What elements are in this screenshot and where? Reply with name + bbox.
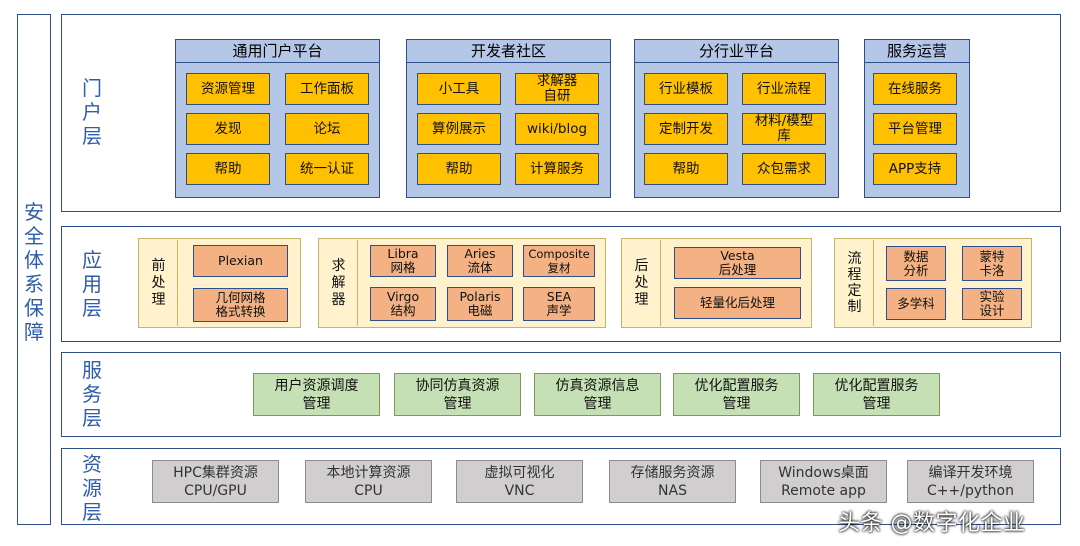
app-item[interactable]: SEA 声学 (523, 287, 595, 321)
app-item[interactable]: Plexian (193, 245, 288, 277)
app-layer-label: 应用层 (82, 248, 102, 320)
service-layer-label: 服务层 (82, 358, 102, 430)
portal-item[interactable]: wiki/blog (515, 113, 599, 145)
app-item[interactable]: Vesta 后处理 (674, 247, 801, 279)
app-item[interactable]: Virgo 结构 (370, 287, 436, 321)
app-item[interactable]: Polaris 电磁 (447, 287, 513, 321)
portal-item[interactable]: 发现 (186, 113, 270, 145)
portal-item[interactable]: 资源管理 (186, 73, 270, 105)
resource-layer-label: 资源层 (82, 452, 102, 524)
portal-item[interactable]: 定制开发 (644, 113, 728, 145)
portal-group-title: 分行业平台 (635, 40, 838, 63)
app-item[interactable]: 多学科 (886, 288, 946, 320)
app-item[interactable]: 几何网格 格式转换 (193, 288, 288, 322)
app-item[interactable]: Libra 网格 (370, 245, 436, 277)
resource-item[interactable]: Windows桌面 Remote app (760, 460, 887, 503)
app-item[interactable]: 蒙特 卡洛 (962, 246, 1022, 281)
portal-item[interactable]: 算例展示 (417, 113, 501, 145)
portal-group-title: 服务运营 (865, 40, 969, 63)
portal-item[interactable]: 工作面板 (285, 73, 369, 105)
watermark-text: 头条 @数字化企业 (838, 511, 1026, 536)
app-item[interactable]: 数据 分析 (886, 246, 946, 281)
portal-group-title: 开发者社区 (407, 40, 610, 63)
portal-item[interactable]: 帮助 (186, 153, 270, 185)
security-label: 安全体系保障 (24, 200, 44, 344)
app-item[interactable]: Aries 流体 (447, 245, 513, 277)
resource-item[interactable]: HPC集群资源 CPU/GPU (152, 460, 279, 503)
portal-item[interactable]: 众包需求 (742, 153, 826, 185)
security-frame (17, 14, 51, 525)
portal-item[interactable]: 在线服务 (873, 73, 957, 105)
post-processing-label: 后 处 理 (623, 240, 661, 326)
resource-item[interactable]: 虚拟可视化 VNC (456, 460, 583, 503)
portal-item[interactable]: 材料/模型 库 (742, 113, 826, 145)
pre-processing-label: 前 处 理 (140, 240, 178, 326)
portal-item[interactable]: 行业模板 (644, 73, 728, 105)
resource-item[interactable]: 本地计算资源 CPU (305, 460, 432, 503)
service-item[interactable]: 仿真资源信息 管理 (534, 373, 661, 416)
app-item[interactable]: Composite 复材 (523, 245, 595, 277)
app-item[interactable]: 实验 设计 (962, 288, 1022, 320)
portal-item[interactable]: 平台管理 (873, 113, 957, 145)
portal-item[interactable]: 统一认证 (285, 153, 369, 185)
portal-layer-label: 门户层 (82, 76, 102, 148)
portal-item[interactable]: 帮助 (417, 153, 501, 185)
portal-item[interactable]: 求解器 自研 (515, 73, 599, 105)
service-item[interactable]: 优化配置服务 管理 (813, 373, 940, 416)
service-item[interactable]: 优化配置服务 管理 (673, 373, 800, 416)
portal-item[interactable]: 计算服务 (515, 153, 599, 185)
portal-item[interactable]: APP支持 (873, 153, 957, 185)
service-item[interactable]: 用户资源调度 管理 (253, 373, 380, 416)
flow-custom-label: 流 程 定 制 (836, 240, 874, 326)
portal-item[interactable]: 小工具 (417, 73, 501, 105)
solver-label: 求 解 器 (320, 240, 358, 326)
app-item[interactable]: 轻量化后处理 (674, 287, 801, 319)
resource-item[interactable]: 编译开发环境 C++/python (907, 460, 1034, 503)
service-item[interactable]: 协同仿真资源 管理 (394, 373, 521, 416)
portal-item[interactable]: 帮助 (644, 153, 728, 185)
portal-group-title: 通用门户平台 (176, 40, 379, 63)
portal-item[interactable]: 论坛 (285, 113, 369, 145)
portal-item[interactable]: 行业流程 (742, 73, 826, 105)
resource-item[interactable]: 存储服务资源 NAS (609, 460, 736, 503)
